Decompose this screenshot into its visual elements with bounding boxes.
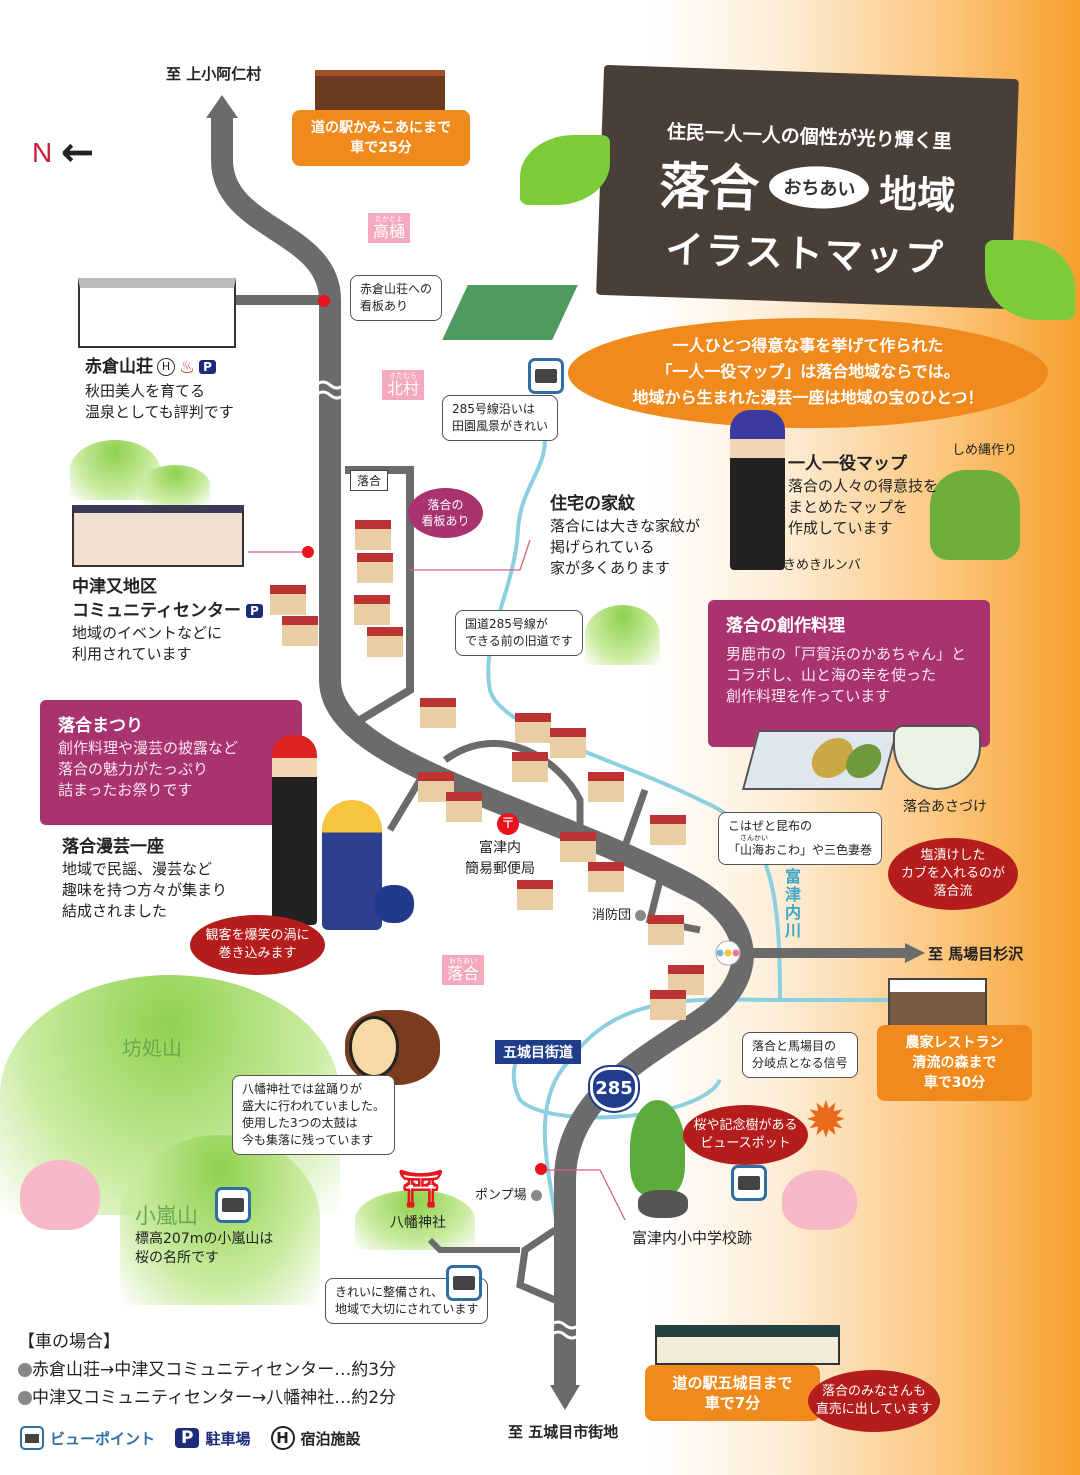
- place-label-kitamura: きたむら北村: [382, 370, 425, 400]
- akakura-junction-marker: [318, 295, 330, 307]
- koarashi-name: 小嵐山: [135, 1204, 198, 1228]
- north-arrow: [206, 95, 238, 118]
- post-office-icon: 〒: [497, 813, 519, 835]
- maple-leaf-icon: ✹: [805, 1091, 847, 1149]
- school-marker: [535, 1163, 547, 1175]
- viewpoint-camera-icon[interactable]: [215, 1187, 251, 1223]
- destination-south: 至 五城目市街地: [508, 1423, 619, 1441]
- ochiai-signpost: 落合: [350, 470, 389, 491]
- michinoeki-kamikoani-callout: 道の駅かみこあにまで車で25分: [292, 110, 470, 166]
- koarashi-description: 標高207mの小嵐山は桜の名所です: [135, 1231, 274, 1266]
- lodging-icon: H: [157, 358, 175, 376]
- old-road-bubble: 国道285号線ができる前の旧道です: [455, 610, 583, 656]
- lodging-icon: H: [270, 1426, 295, 1450]
- asazuke-label: 落合あさづけ: [903, 799, 987, 815]
- parking-icon: P: [245, 604, 263, 618]
- asazuke-bubble: 塩漬けした カブを入れるのが 落合流: [888, 838, 1018, 910]
- cuisine-callout: 落合の創作料理 男鹿市の「戸賀浜のかあちゃん」とコラボし、山と海の幸を使った創作…: [708, 600, 990, 747]
- east-arrow: [905, 943, 925, 963]
- legend: ビューポイント P 駐車場 H 宿泊施設: [20, 1426, 361, 1450]
- destination-north: 至 上小阿仁村: [166, 65, 262, 83]
- michinoeki-gojome-building: [655, 1325, 840, 1365]
- michinoeki-gojome-callout: 道の駅五城目まで車で7分: [645, 1365, 820, 1421]
- hitori-map-title: 一人一役マップ: [788, 454, 907, 474]
- community-center-description: 地域のイベントなどに利用されています: [72, 624, 223, 663]
- family-crest-title: 住宅の家紋: [550, 494, 635, 514]
- farm-restaurant-callout: 農家レストラン清流の森まで車で30分: [877, 1025, 1032, 1101]
- michinoeki-kamikoani-building: [315, 70, 445, 112]
- community-center-name2: コミュニティセンター: [72, 601, 241, 621]
- place-label-takatoyo: たかとよ高樋: [368, 213, 411, 243]
- mangei-performers-illustration: [262, 735, 414, 935]
- okowa-bubble: こはぜと昆布の さんかい 「山海おこわ」や三色妻巻: [718, 812, 883, 865]
- direct-sale-bubble: 落合のみなさんも 直売に出しています: [808, 1370, 940, 1432]
- intro-banner: 一人ひとつ得意な事を挙げて作られた 「一人一役マップ」は落合地域ならでは。 地域…: [568, 318, 1048, 428]
- community-center-marker: [302, 546, 314, 558]
- gojome-road-label: 五城目街道: [495, 1040, 581, 1064]
- viewpoint-camera-icon[interactable]: [528, 358, 564, 394]
- rumba-label: ときめきルンバ: [770, 558, 861, 573]
- akakura-name: 赤倉山荘: [85, 357, 153, 377]
- mangei-description: 地域で民謡、漫芸など趣味を持つ方々が集まり結成されました: [62, 860, 228, 920]
- title-reading: おちあい: [768, 164, 871, 211]
- parking-icon: P: [199, 360, 216, 374]
- tree-icon: [630, 1100, 685, 1195]
- akakura-building: [78, 278, 236, 348]
- farm-restaurant-building: [888, 978, 987, 1027]
- taiko-bubble: 八幡神社では盆踊りが盛大に行われていました。使用した3つの太鼓は今も集落に残って…: [232, 1075, 396, 1155]
- rice-field-bubble: 285号線沿いは田園風景がきれい: [442, 395, 559, 441]
- monument-rock-icon: [638, 1190, 688, 1218]
- okowa-dish-illustration: [741, 730, 899, 790]
- hill: [585, 605, 660, 665]
- rumba-character: [730, 410, 785, 570]
- hitori-map-description: 落合の人々の得意技をまとめたマップを作成しています: [788, 477, 939, 537]
- sakura-tree-icon: [20, 1160, 100, 1230]
- pump-label: ポンプ場: [475, 1185, 542, 1206]
- viewpoint-camera-icon[interactable]: [446, 1265, 482, 1301]
- mangei-bubble: 観客を爆笑の渦に巻き込みます: [190, 915, 325, 975]
- hill: [140, 465, 210, 505]
- matsuri-callout: 落合まつり 創作料理や漫芸の披露など落合の魅力がたっぷり詰まったお祭りです: [40, 700, 302, 825]
- title-board: 住民一人一人の個性が光り輝く里 落合 おちあい 地域 イラストマップ: [596, 64, 1019, 310]
- torii-icon: ⛩: [398, 1169, 444, 1210]
- compass-arrow-icon: ↑: [55, 136, 102, 170]
- destination-east: 至 馬場目杉沢: [928, 945, 1024, 963]
- place-label-ochiai: おちあい落合: [442, 955, 485, 985]
- school-name: 富津内小中学校跡: [632, 1229, 753, 1247]
- hill: [355, 1190, 475, 1250]
- fire-brigade-label: 消防団: [592, 905, 647, 926]
- shimenawa-character: [930, 470, 1020, 560]
- post-office-label: 富津内簡易郵便局: [465, 840, 535, 877]
- signal-bubble: 落合と馬場目の分岐点となる信号: [742, 1032, 858, 1078]
- mangei-title: 落合漫芸一座: [62, 837, 164, 857]
- taiko-drum-illustration: [345, 1010, 440, 1085]
- car-route: 中津又コミュニティセンター→八幡神社…約2分: [32, 1388, 397, 1408]
- title-name-right: 地域: [878, 171, 957, 218]
- ochiai-sign-bubble: 落合の看板あり: [408, 488, 483, 538]
- route-285-shield: 285: [588, 1065, 640, 1113]
- community-center-name1: 中津又地区: [72, 577, 157, 597]
- south-arrow: [550, 1385, 580, 1410]
- river-label: 富津内川: [785, 867, 802, 940]
- viewpoint-camera-icon: [20, 1426, 44, 1450]
- sakura-tree-icon: [782, 1170, 857, 1230]
- title-name-left: 落合: [658, 156, 761, 219]
- shimenawa-label: しめ縄作り: [952, 443, 1018, 458]
- hot-spring-icon: ♨: [179, 356, 196, 378]
- leader-lines: [248, 539, 626, 1221]
- viewpoint-camera-icon[interactable]: [731, 1165, 767, 1201]
- community-center-building: [72, 505, 244, 567]
- akakura-description: 秋田美人を育てる温泉としても評判です: [85, 382, 234, 421]
- akakura-sign-bubble: 赤倉山荘への看板あり: [350, 275, 443, 321]
- compass: N ↑: [32, 136, 102, 170]
- bouzu-mountain-label: 坊処山: [122, 1036, 182, 1060]
- car-route: 赤倉山荘→中津又コミュニティセンター…約3分: [32, 1360, 397, 1380]
- break-marks: [315, 380, 580, 1340]
- shrine-name: 八幡神社: [390, 1215, 446, 1231]
- parking-icon: P: [175, 1428, 200, 1448]
- family-crest-description: 落合には大きな家紋が掲げられている家が多くあります: [550, 517, 701, 577]
- car-info: 【車の場合】 赤倉山荘→中津又コミュニティセンター…約3分 中津又コミュニティセ…: [18, 1332, 397, 1408]
- school-bubble: 桜や記念樹がある ビュースポット: [683, 1105, 808, 1165]
